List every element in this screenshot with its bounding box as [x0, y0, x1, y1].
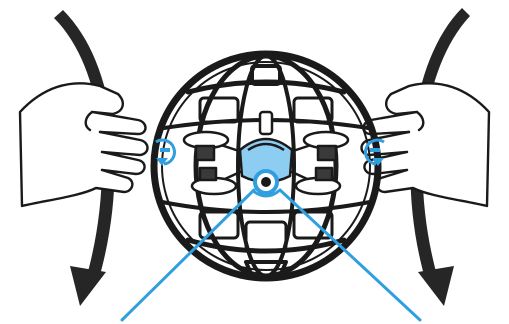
- center-latch-indicator-icon: [251, 169, 281, 198]
- right-pointer-line: [278, 188, 422, 322]
- left-latch-indicator-icon: [155, 138, 176, 166]
- left-pointer-line: [120, 188, 256, 322]
- drone-body: [182, 110, 350, 196]
- right-hand-icon: [360, 82, 491, 208]
- right-rotate-arrow-icon: [410, 8, 470, 306]
- left-rotate-arrow-icon: [54, 10, 115, 306]
- left-hand-icon: [18, 82, 149, 208]
- right-latch-indicator-icon: [364, 138, 385, 166]
- pointer-lines: [120, 188, 422, 322]
